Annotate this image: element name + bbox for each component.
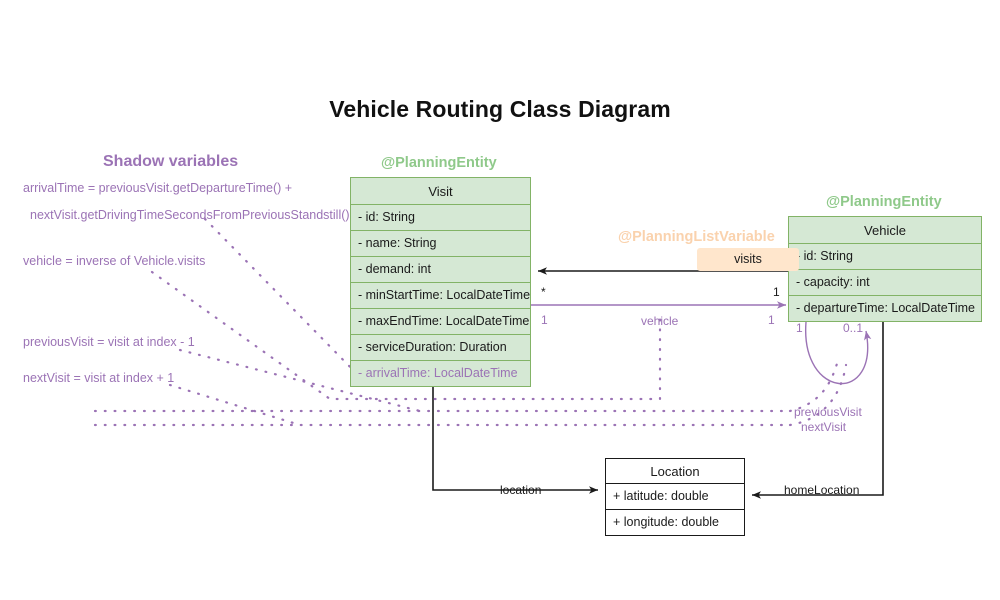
class-box-visit[interactable]: Visit - id: String - name: String - dema… bbox=[350, 177, 531, 387]
page-title: Vehicle Routing Class Diagram bbox=[329, 96, 671, 122]
location-attribute-latitude: + latitude: double bbox=[606, 483, 744, 509]
vehicle-attribute-departure-time: - departureTime: LocalDateTime bbox=[789, 295, 981, 321]
class-name-visit: Visit bbox=[428, 183, 453, 199]
visits-relation-badge[interactable]: visits bbox=[697, 248, 799, 271]
shadow-endpoint-previous-visit: previousVisit bbox=[794, 405, 862, 419]
visit-attribute-arrival-time: - arrivalTime: LocalDateTime bbox=[351, 360, 530, 386]
shadow-note-previous-visit: previousVisit = visit at index - 1 bbox=[23, 335, 195, 349]
vehicle-multiplicity-source: 1 bbox=[541, 313, 548, 327]
visit-attribute-service-duration: - serviceDuration: Duration bbox=[351, 334, 530, 360]
vehicle-self-multiplicity-right: 0..1 bbox=[843, 321, 864, 335]
vehicle-attribute-id: - id: String bbox=[789, 243, 981, 269]
vehicle-relation-label: vehicle bbox=[641, 314, 679, 328]
shadow-note-arrival-time-2: nextVisit.getDrivingTimeSecondsFromPrevi… bbox=[30, 208, 350, 222]
vehicle-self-multiplicity-left: 1 bbox=[796, 321, 803, 335]
vehicle-attribute-capacity: - capacity: int bbox=[789, 269, 981, 295]
visit-stereotype: @PlanningEntity bbox=[381, 155, 497, 171]
shadow-connectors bbox=[93, 217, 848, 427]
class-box-location[interactable]: Location + latitude: double + longitude:… bbox=[605, 458, 745, 536]
edge-home-location bbox=[752, 322, 884, 499]
visit-attribute-demand: - demand: int bbox=[351, 256, 530, 282]
class-name-vehicle: Vehicle bbox=[864, 222, 906, 238]
shadow-variables-heading: Shadow variables bbox=[103, 153, 239, 170]
visit-attribute-id: - id: String bbox=[351, 204, 530, 230]
visit-attribute-name: - name: String bbox=[351, 230, 530, 256]
location-attribute-longitude: + longitude: double bbox=[606, 509, 744, 535]
shadow-endpoint-next-visit: nextVisit bbox=[801, 420, 847, 434]
shadow-note-vehicle: vehicle = inverse of Vehicle.visits bbox=[23, 254, 206, 268]
location-relation-label: location bbox=[500, 483, 542, 497]
class-box-vehicle[interactable]: Vehicle - id: String - capacity: int - d… bbox=[788, 216, 982, 322]
home-location-relation-label: homeLocation bbox=[784, 483, 860, 497]
class-name-location: Location bbox=[650, 463, 700, 479]
edge-location bbox=[432, 383, 598, 494]
edge-vehicle-self-loop bbox=[805, 321, 872, 385]
visit-attribute-max-end-time: - maxEndTime: LocalDateTime bbox=[351, 308, 530, 334]
vehicle-stereotype: @PlanningEntity bbox=[826, 194, 942, 210]
shadow-note-arrival-time-1: arrivalTime = previousVisit.getDeparture… bbox=[23, 181, 293, 195]
visit-attribute-min-start-time: - minStartTime: LocalDateTime bbox=[351, 282, 530, 308]
shadow-note-next-visit: nextVisit = visit at index + 1 bbox=[23, 371, 175, 385]
visits-stereotype: @PlanningListVariable bbox=[618, 229, 775, 245]
visits-multiplicity-source: 1 bbox=[773, 285, 780, 299]
vehicle-multiplicity-target: 1 bbox=[768, 313, 775, 327]
visits-multiplicity-target: * bbox=[541, 285, 546, 299]
